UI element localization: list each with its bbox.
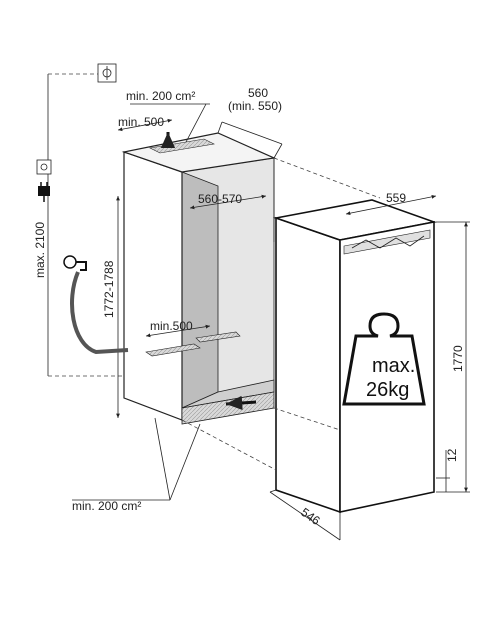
niche-depth-label: 560: [248, 86, 268, 100]
vent-bottom-area-label: min. 200 cm²: [72, 499, 141, 513]
niche-height-label: 1772-1788: [102, 260, 116, 318]
plug-icon: [38, 182, 50, 202]
vent-top-depth-label: min. 500: [118, 115, 164, 129]
ground-symbol-icon: [97, 63, 117, 83]
airflow-arrow-icon: [160, 132, 257, 411]
vent-top-area-label: min. 200 cm²: [126, 89, 195, 103]
vent-bottom-depth-label: min.500: [150, 319, 193, 333]
niche-width-label: 560-570: [198, 192, 242, 206]
appliance-depth-label: 546: [298, 505, 323, 528]
niche-cabinet: [121, 132, 277, 425]
appliance-width-label: 559: [386, 191, 406, 205]
water-tap-icon: [63, 255, 129, 355]
niche-depth-min-label: (min. 550): [228, 99, 282, 113]
dimension-lines: [47, 73, 470, 541]
gap-label: 12: [445, 448, 459, 462]
max-height-label: max. 2100: [33, 222, 47, 278]
weight-line2: 26kg: [366, 379, 409, 401]
weight-icon: max. 26kg: [342, 312, 426, 406]
appliance-height-label: 1770: [451, 345, 465, 372]
weight-line1: max.: [372, 355, 415, 377]
power-socket-icon: [36, 159, 52, 175]
